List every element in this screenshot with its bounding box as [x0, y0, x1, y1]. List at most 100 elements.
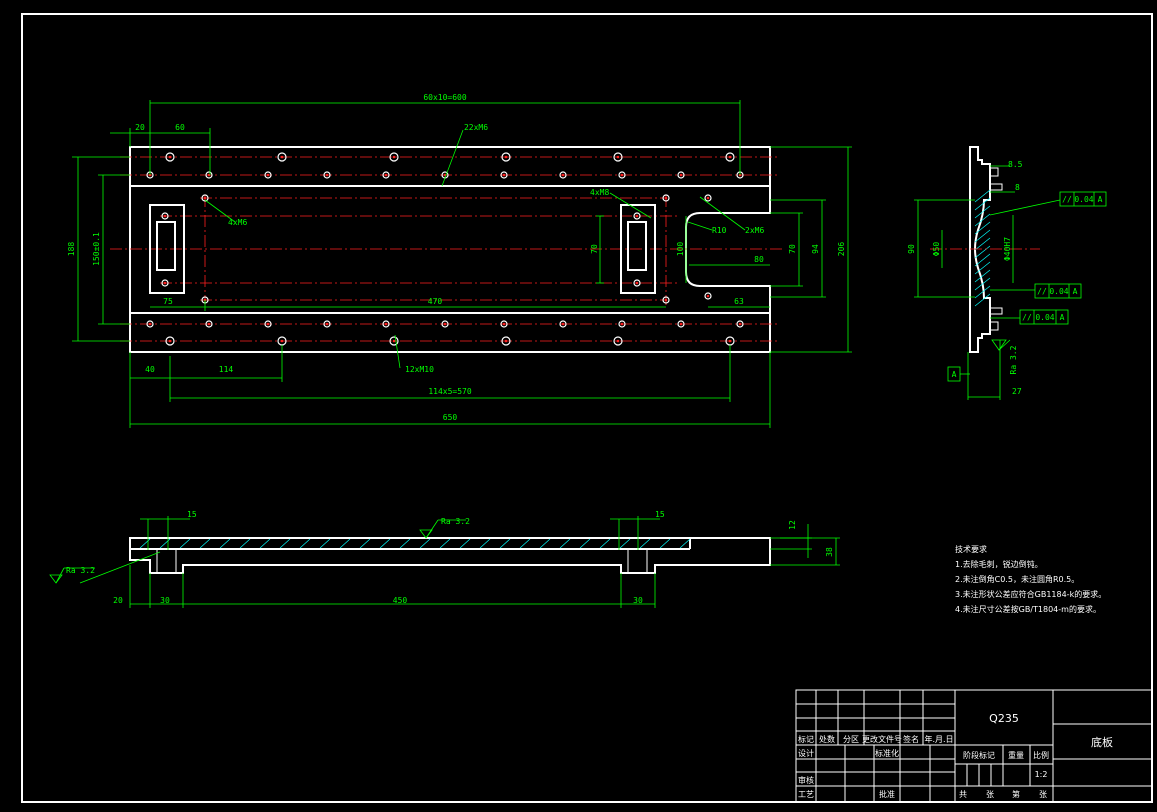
drawing-border [21, 13, 1153, 803]
tb-label: 设计 [798, 748, 814, 758]
hole [389, 152, 399, 162]
dim-slot-h: 100 [676, 242, 685, 257]
plate-outline [129, 146, 771, 353]
dim-height-total: 206 [837, 242, 846, 257]
label-r10: R10 [712, 226, 727, 235]
dim-edge-x: 20 [135, 123, 145, 132]
dim-8: 8 [1015, 183, 1020, 192]
label-22xm6: 22xM6 [464, 123, 488, 132]
note-item: 4.未注尺寸公差按GB/T1804-m的要求。 [955, 604, 1101, 614]
hole [382, 320, 390, 328]
tolerance-frame-3: // 0.04 A [1019, 309, 1069, 325]
hole [161, 212, 169, 220]
tb-label: 更改文件号 [862, 734, 902, 744]
hole [501, 152, 511, 162]
hole [205, 320, 213, 328]
dim-slot-70: 70 [590, 244, 599, 254]
title-block: Q235 底板 标记 处数 分区 更改文件号 签名 年.月.日 设计 标准化 审… [795, 689, 1153, 803]
svg-text:A: A [1098, 195, 1103, 204]
hole [382, 171, 390, 179]
label-4xm8: 4xM8 [590, 188, 609, 197]
technical-notes: 技术要求 1.去除毛刺，锐边倒钝。 2.未注倒角C0.5，未注圆角R0.5。 3… [955, 544, 1106, 614]
dim-height-150: 150±0.1 [92, 232, 101, 266]
tb-label: 重量 [1008, 750, 1024, 760]
tb-label: 批准 [879, 789, 895, 799]
note-item: 2.未注倒角C0.5，未注圆角R0.5。 [955, 574, 1079, 584]
svg-text://: // [1062, 195, 1072, 204]
label-12xm10: 12xM10 [405, 365, 434, 374]
scale: 1:2 [1035, 770, 1048, 779]
dim-pitch-total-bottom: 114x5=570 [428, 387, 472, 396]
hole [161, 279, 169, 287]
hole [559, 171, 567, 179]
svg-text:0.04: 0.04 [1049, 287, 1068, 296]
dim-left-margin: 40 [145, 365, 155, 374]
note-item: 1.去除毛刺，锐边倒钝。 [955, 559, 1043, 569]
hole [677, 171, 685, 179]
svg-text://: // [1037, 287, 1047, 296]
hole [277, 152, 287, 162]
dim-470: 470 [428, 297, 443, 306]
tb-label: 第 [1012, 789, 1020, 799]
label-4xm6: 4xM6 [228, 218, 247, 227]
material: Q235 [989, 712, 1019, 725]
right-pocket [620, 204, 656, 294]
tb-label: 标记 [798, 734, 814, 744]
dim-overall-len: 650 [443, 413, 458, 422]
dim-pitch-114: 114 [219, 365, 234, 374]
hole [677, 320, 685, 328]
dim-27: 27 [1012, 387, 1022, 396]
hole [704, 292, 712, 300]
svg-text:0.04: 0.04 [1035, 313, 1054, 322]
tb-label: 分区 [843, 735, 859, 744]
label-2xm6: 2xM6 [745, 226, 764, 235]
dim-12: 12 [788, 520, 797, 530]
svg-text://: // [1022, 313, 1032, 322]
hole [146, 320, 154, 328]
hole [165, 336, 175, 346]
hole [633, 279, 641, 287]
hole [389, 336, 399, 346]
dim-phi50: Φ50 [932, 242, 941, 257]
front-view: 15 15 Ra 3.2 Ra 3.2 12 38 20 30 450 30 [49, 510, 840, 608]
dim-8-5: 8.5 [1008, 160, 1023, 169]
side-view: 8.5 8 90 Φ50 Φ40H7 27 Ra 3.2 A // 0.04 A… [907, 146, 1107, 400]
tb-label: 处数 [819, 734, 835, 744]
svg-text:A: A [1073, 287, 1078, 296]
dim-height-188: 188 [67, 242, 76, 257]
side-profile [969, 146, 991, 353]
hole [264, 320, 272, 328]
tb-label: 标准化 [875, 748, 899, 758]
svg-text:0.04: 0.04 [1074, 195, 1093, 204]
top-view: 60x10=600 20 60 22xM6 40 114 114x5=570 6… [67, 93, 852, 428]
front-profile [129, 537, 771, 574]
datum-box [947, 366, 961, 382]
note-item: 3.未注形状公差应符合GB1184-k的要求。 [955, 589, 1106, 599]
dim-75: 75 [163, 297, 173, 306]
hole [500, 320, 508, 328]
dim-94: 94 [811, 244, 820, 254]
tolerance-frame-1: // 0.04 A [1059, 191, 1107, 207]
hole [559, 320, 567, 328]
hole [613, 336, 623, 346]
dim-63: 63 [734, 297, 744, 306]
dim-30-left: 30 [160, 596, 170, 605]
hole [704, 194, 712, 202]
hole [736, 320, 744, 328]
dim-pitch-total: 60x10=600 [423, 93, 467, 102]
hole [618, 171, 626, 179]
hole [613, 152, 623, 162]
dim-phi40h7: Φ40H7 [1003, 237, 1012, 261]
rough-top: Ra 3.2 [441, 517, 470, 526]
tb-label: 工艺 [798, 790, 814, 799]
tb-label: 比例 [1033, 750, 1049, 760]
dim-90: 90 [907, 244, 916, 254]
dim-15-right: 15 [655, 510, 665, 519]
hole [633, 212, 641, 220]
part-name: 底板 [1091, 735, 1113, 749]
dim-70-right: 70 [788, 244, 797, 254]
tb-label: 阶段标记 [963, 750, 995, 760]
hole [201, 194, 209, 202]
hole [662, 194, 670, 202]
